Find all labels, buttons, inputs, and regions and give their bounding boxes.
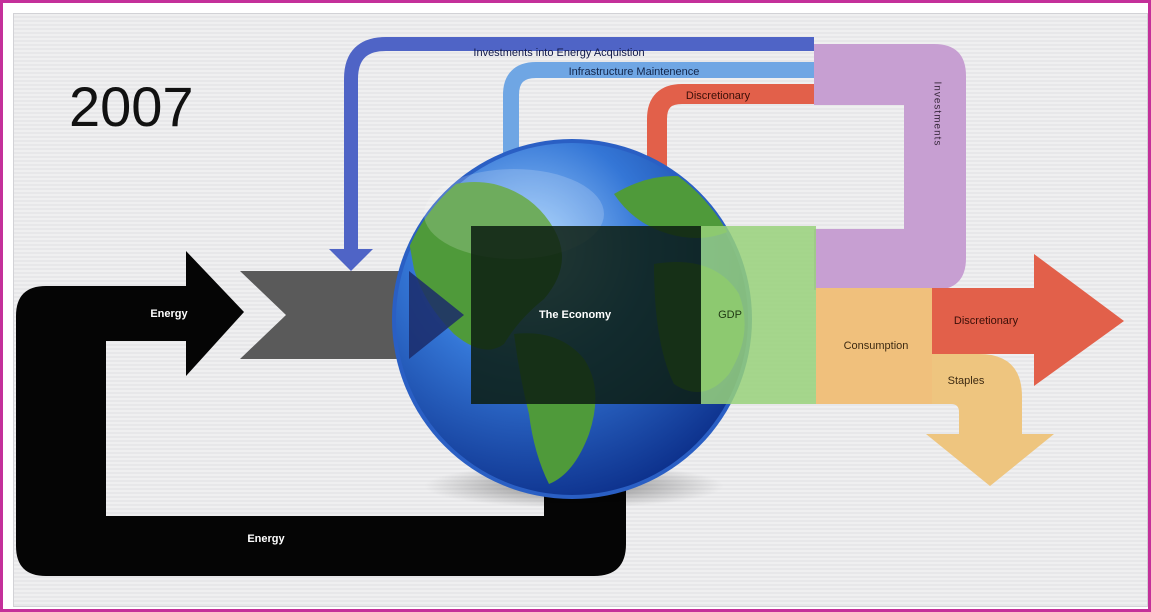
year-title: 2007 [69, 75, 194, 138]
energy-loop [16, 251, 626, 576]
staples-label: Staples [948, 375, 985, 387]
economy-box [471, 226, 701, 404]
gdp-label: GDP [718, 309, 742, 321]
staples-output-arrow [926, 354, 1054, 486]
infrastructure-maintenance-flow [503, 62, 814, 204]
discretionary-top-label: Discretionary [686, 90, 751, 102]
investments-label: Investments [932, 82, 943, 147]
energy-loop-label: Energy [247, 533, 285, 545]
discretionary-reinvest-flow [647, 84, 814, 206]
consumption-label: Consumption [844, 340, 909, 352]
consumption-box [816, 288, 932, 404]
investments-energy-acquisition-flow [344, 37, 814, 249]
diagram-panel: 2007 Investments Investments into Energy… [13, 13, 1148, 607]
gdp-box [701, 226, 816, 404]
discretionary-output-arrow [932, 254, 1124, 386]
energy-arrow-tip [409, 271, 464, 359]
energy-economy-flow-diagram: 2007 Investments Investments into Energy… [16, 37, 1124, 576]
discretionary-right-label: Discretionary [954, 315, 1019, 327]
economy-label: The Economy [539, 309, 612, 321]
energy-input-label: Energy [150, 308, 188, 320]
investments-energy-acquisition-label: Investments into Energy Acquistion [473, 47, 644, 59]
infrastructure-maintenance-label: Infrastructure Maintenence [569, 66, 700, 78]
investments-energy-acquisition-arrowhead [329, 249, 373, 271]
investments-flow [814, 44, 966, 290]
